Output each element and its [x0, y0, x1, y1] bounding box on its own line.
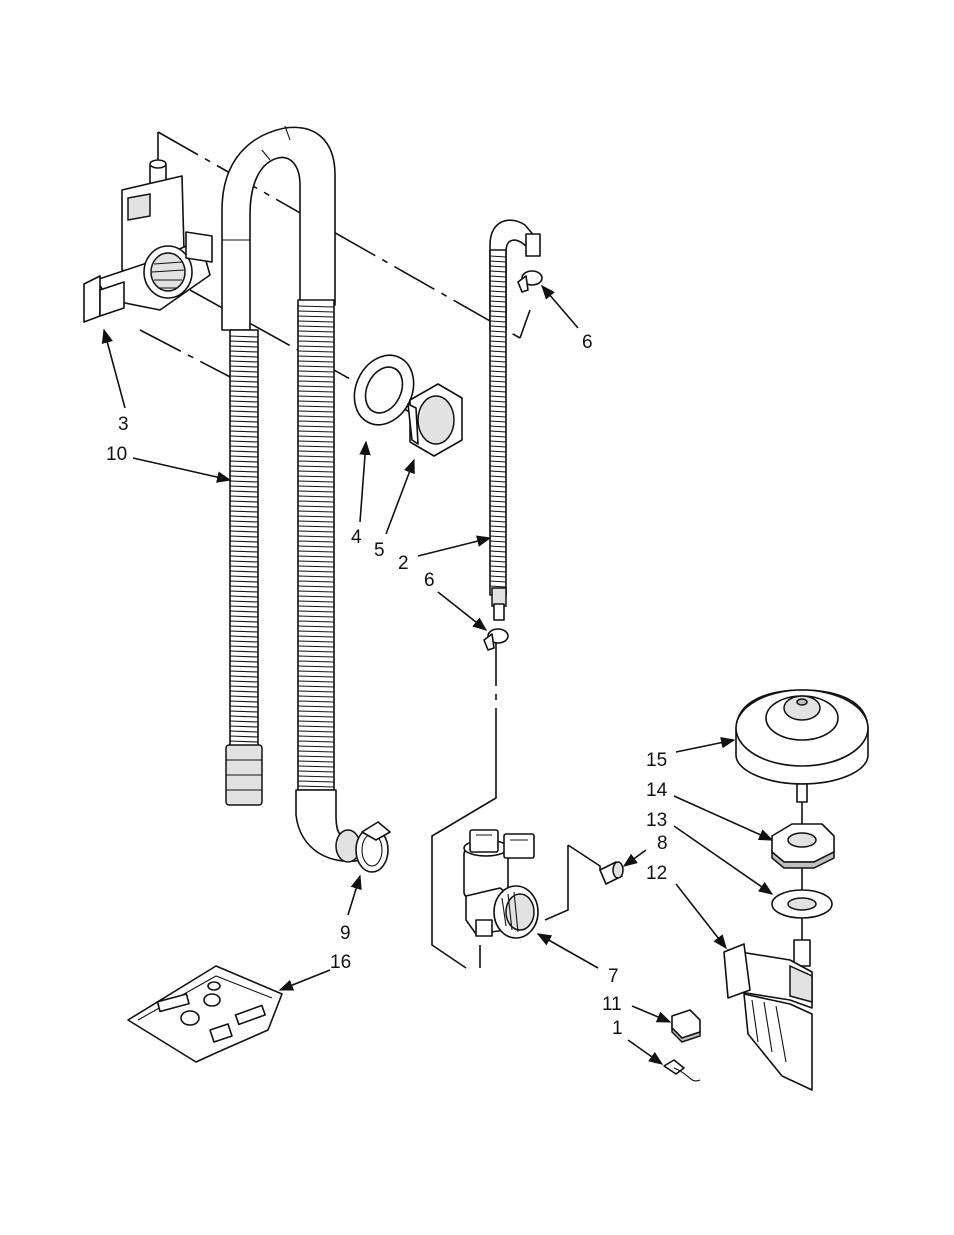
callout-11: 11 [602, 994, 622, 1015]
callout-10: 10 [106, 444, 127, 465]
callout-12: 12 [646, 863, 667, 884]
float-nut [772, 824, 834, 868]
hose-clamp [356, 822, 390, 872]
vent-assembly [84, 160, 212, 322]
callout-14: 14 [646, 780, 668, 801]
callout-15: 15 [646, 750, 667, 771]
float-washer [772, 890, 832, 918]
callout-7: 7 [608, 966, 619, 987]
callout-13: 13 [646, 810, 667, 831]
callout-8: 8 [657, 833, 668, 854]
callout-1: 1 [612, 1018, 623, 1039]
screw [600, 862, 623, 884]
callout-16: 16 [330, 952, 351, 973]
float-switch-bracket [724, 940, 812, 1090]
water-inlet-valve [464, 830, 538, 938]
callout-3: 3 [118, 414, 129, 435]
callout-6-lower: 6 [424, 570, 435, 591]
callout-5: 5 [374, 540, 385, 561]
callout-6-upper: 6 [582, 332, 593, 353]
callout-2: 2 [398, 553, 409, 574]
float [736, 690, 868, 802]
callout-labels: 3 10 4 5 2 6 6 9 16 7 8 15 14 13 12 11 1 [106, 332, 668, 1039]
hose-clip-upper [518, 271, 542, 292]
wire-harness [664, 1060, 700, 1081]
float-switch [672, 1010, 700, 1042]
vent-nut [408, 384, 462, 456]
callout-9: 9 [340, 923, 351, 944]
callout-4: 4 [351, 527, 362, 548]
hardware-bag [128, 966, 282, 1062]
